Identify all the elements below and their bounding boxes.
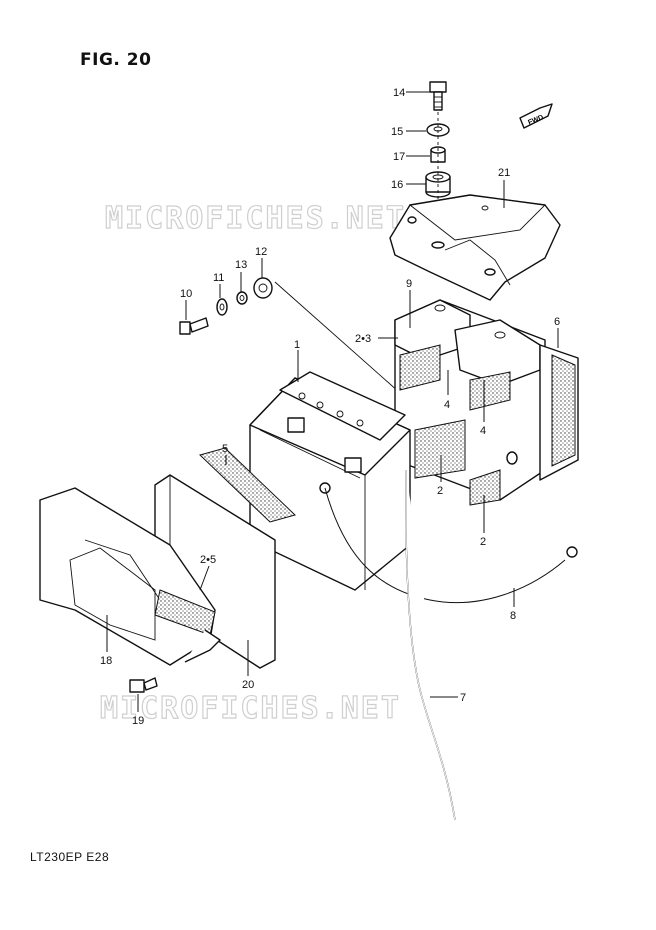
callout-14: 14 [393, 87, 405, 99]
callout-5: 5 [222, 443, 228, 455]
callout-2-5: 2•5 [200, 554, 216, 566]
part-side-cover-6 [506, 344, 579, 481]
callout-15: 15 [391, 126, 403, 138]
callout-19: 19 [132, 715, 144, 727]
part-pad-5 [199, 447, 296, 523]
callout-2-3: 2•3 [355, 333, 371, 345]
part-cable-8 [324, 487, 566, 604]
callout-20: 20 [242, 679, 254, 691]
callout-10: 10 [180, 288, 192, 300]
fwd-arrow-icon: FWD [519, 103, 553, 129]
model-code: LT230EP E28 [30, 850, 110, 864]
part-battery-1 [249, 371, 411, 591]
callout-13: 13 [235, 259, 247, 271]
figure-title: FIG. 20 [80, 50, 152, 70]
callout-8: 8 [510, 610, 516, 622]
part-bracket-21 [389, 194, 561, 301]
callout-2a: 2 [437, 485, 443, 497]
part-cover-18 [39, 487, 221, 666]
callout-1: 1 [294, 339, 300, 351]
callout-4a: 4 [444, 399, 450, 411]
part-collar-13 [236, 291, 248, 305]
part-bolt-14 [429, 81, 447, 111]
callout-16: 16 [391, 179, 403, 191]
callout-6: 6 [554, 316, 560, 328]
callout-11: 11 [213, 272, 224, 284]
part-bolt-10 [179, 317, 209, 335]
callout-21: 21 [498, 167, 510, 179]
callout-17: 17 [393, 151, 405, 163]
part-breather-tube-7 [405, 469, 456, 821]
cable-terminal-8 [566, 546, 578, 558]
watermark-top: MICROFICHES.NET [105, 201, 406, 236]
part-grommet-12 [253, 277, 273, 299]
callout-18: 18 [100, 655, 112, 667]
part-battery-case-9 [394, 299, 546, 506]
watermark-bottom: MICROFICHES.NET [100, 691, 401, 726]
callout-9: 9 [406, 278, 412, 290]
part-washer-11 [216, 298, 228, 316]
callout-7: 7 [460, 692, 466, 704]
callout-12: 12 [255, 246, 267, 258]
callout-4b: 4 [480, 425, 486, 437]
part-bolt-19 [129, 677, 158, 693]
callout-2b: 2 [480, 536, 486, 548]
